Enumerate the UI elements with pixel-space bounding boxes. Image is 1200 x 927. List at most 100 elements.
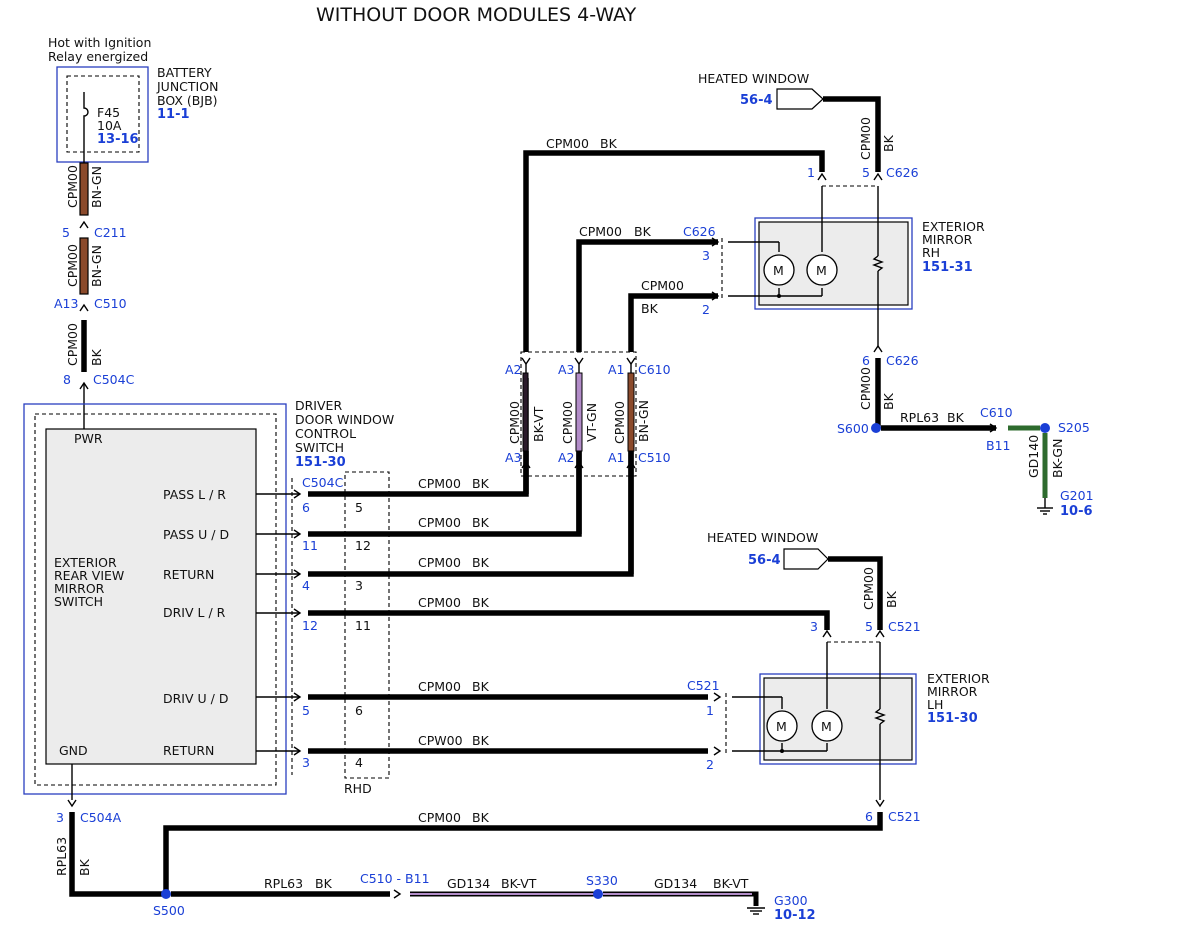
c510-pin: A2 bbox=[558, 450, 575, 465]
wire-label-bk: BK bbox=[472, 733, 490, 748]
splice-s500 bbox=[161, 889, 171, 899]
wire-label-bk: BK bbox=[77, 858, 92, 876]
rhd-pin: 5 bbox=[355, 500, 363, 515]
ground-g201-icon bbox=[1037, 498, 1053, 515]
mirror-rh-label-3: RH bbox=[922, 245, 940, 260]
c504c-pin: 12 bbox=[302, 618, 318, 633]
rh-side-pin: 3 bbox=[702, 248, 710, 263]
mirror-switch-label-1: EXTERIOR bbox=[54, 555, 117, 570]
pin-8-label: 8 bbox=[63, 372, 71, 387]
switch-name-4: SWITCH bbox=[295, 440, 344, 455]
wire-label-cpw00: CPW00 bbox=[418, 733, 463, 748]
motor-label: M bbox=[816, 263, 827, 278]
pin-5-label: 5 bbox=[62, 225, 70, 240]
rhd-pin: 11 bbox=[355, 618, 371, 633]
wire-label-rpl63: RPL63 bbox=[264, 876, 303, 891]
bjb-ref: 11-1 bbox=[157, 107, 190, 122]
pin-3-label: 3 bbox=[56, 810, 64, 825]
connector-c610: C610 bbox=[638, 362, 671, 377]
c504c-pin: 3 bbox=[302, 755, 310, 770]
wire-label-bk-vt: BK-VT bbox=[501, 876, 537, 891]
wire-label-bk-vt: BK-VT bbox=[531, 406, 546, 442]
motor-label: M bbox=[776, 719, 787, 734]
pin-pass-lr: PASS L / R bbox=[163, 487, 226, 502]
heated-window-label-rh: HEATED WINDOW bbox=[698, 71, 809, 86]
mirror-lh-label-3: LH bbox=[927, 697, 943, 712]
rh-side-pin: 2 bbox=[702, 302, 710, 317]
wire-label-gd134: GD134 bbox=[654, 876, 697, 891]
mirror-switch-label-3: MIRROR bbox=[54, 581, 105, 596]
heater-icon bbox=[872, 255, 884, 272]
switch-name-2: DOOR WINDOW bbox=[295, 412, 394, 427]
lh-top-pin: 3 bbox=[810, 619, 818, 634]
connector-c610-rh: C610 bbox=[980, 405, 1013, 420]
mirror-rh-label-1: EXTERIOR bbox=[922, 219, 985, 234]
wire-heated-rh bbox=[823, 96, 881, 172]
splice-s600-label: S600 bbox=[837, 421, 869, 436]
bjb-name-1: BATTERY bbox=[157, 65, 212, 80]
wire-rh-1 bbox=[523, 150, 825, 352]
ground-g300-ref: 10-12 bbox=[774, 908, 816, 923]
pin-pass-ud: PASS U / D bbox=[163, 527, 229, 542]
switch-inner-box bbox=[34, 413, 277, 786]
chevron bbox=[713, 746, 722, 756]
heated-window-connector-lh bbox=[783, 548, 829, 570]
wire-label-bk: BK bbox=[600, 136, 618, 151]
switch-name-1: DRIVER bbox=[295, 398, 342, 413]
motor-icon bbox=[766, 710, 798, 742]
c510-pin: A3 bbox=[505, 450, 522, 465]
ground-g300-icon bbox=[747, 907, 765, 915]
connector-c504c-switch: C504C bbox=[302, 475, 344, 490]
motor-icon bbox=[806, 254, 838, 286]
mirror-switch-body bbox=[45, 428, 257, 765]
wire-label-vt-gn: VT-GN bbox=[584, 403, 599, 442]
wire-bn-gn-1 bbox=[79, 162, 89, 216]
chevron bbox=[873, 344, 883, 353]
splice-s205-label: S205 bbox=[1058, 420, 1090, 435]
splice-s500-label: S500 bbox=[153, 903, 185, 918]
ground-g300: G300 bbox=[774, 893, 808, 908]
fuse-label: F45 bbox=[97, 105, 120, 120]
chevron bbox=[873, 172, 883, 181]
wire-heated-lh bbox=[828, 556, 883, 630]
fuse-ref: 13-16 bbox=[97, 132, 139, 147]
wire-gd134-2 bbox=[603, 891, 759, 906]
mirror-rh-box bbox=[754, 217, 913, 310]
bjb-hot-label-1: Hot with Ignition bbox=[48, 35, 151, 50]
wire-label-bk: BK bbox=[472, 555, 490, 570]
chevron bbox=[713, 692, 722, 702]
wire-label-cpm00: CPM00 bbox=[507, 401, 522, 444]
wire-label-cpm00: CPM00 bbox=[418, 515, 461, 530]
connector-c510-group: C510 bbox=[638, 450, 671, 465]
c610-pin: A1 bbox=[608, 362, 625, 377]
pin-return-driv: RETURN bbox=[163, 743, 214, 758]
rhd-pin: 4 bbox=[355, 755, 363, 770]
wire-label-bk: BK bbox=[472, 476, 490, 491]
lh-bottom-pin: 6 bbox=[865, 809, 873, 824]
wire-label-bk: BK bbox=[315, 876, 333, 891]
motor-icon bbox=[763, 254, 795, 286]
chevron bbox=[67, 799, 77, 808]
mirror-lh-internals bbox=[732, 642, 886, 764]
chevron bbox=[817, 172, 827, 181]
ground-g201: G201 bbox=[1060, 488, 1094, 503]
wire-label-cpm00: CPM00 bbox=[560, 401, 575, 444]
fuse-rating: 10A bbox=[97, 118, 122, 133]
heated-window-connector-rh bbox=[776, 88, 824, 110]
wire-label-bn-gn: BN-GN bbox=[89, 166, 104, 208]
splice-s330-label: S330 bbox=[586, 873, 618, 888]
connector-c504a: C504A bbox=[80, 810, 122, 825]
c610-pin: A2 bbox=[505, 362, 522, 377]
wire-label-rpl63: RPL63 bbox=[900, 410, 939, 425]
wire-label-bk-gn: BK-GN bbox=[1050, 439, 1065, 478]
wire-label-bk: BK bbox=[89, 348, 104, 366]
diagram-title: WITHOUT DOOR MODULES 4-WAY bbox=[316, 4, 637, 26]
fuse-icon bbox=[83, 92, 89, 165]
pin-driv-ud: DRIV U / D bbox=[163, 691, 228, 706]
wire-label-bk-vt: BK-VT bbox=[713, 876, 749, 891]
wire-rh-2 bbox=[628, 293, 718, 352]
mirror-rh-internals bbox=[728, 186, 884, 309]
c504c-pin: 11 bbox=[302, 538, 318, 553]
wire-label-bk: BK bbox=[881, 392, 896, 410]
switch-name-3: CONTROL bbox=[295, 426, 356, 441]
